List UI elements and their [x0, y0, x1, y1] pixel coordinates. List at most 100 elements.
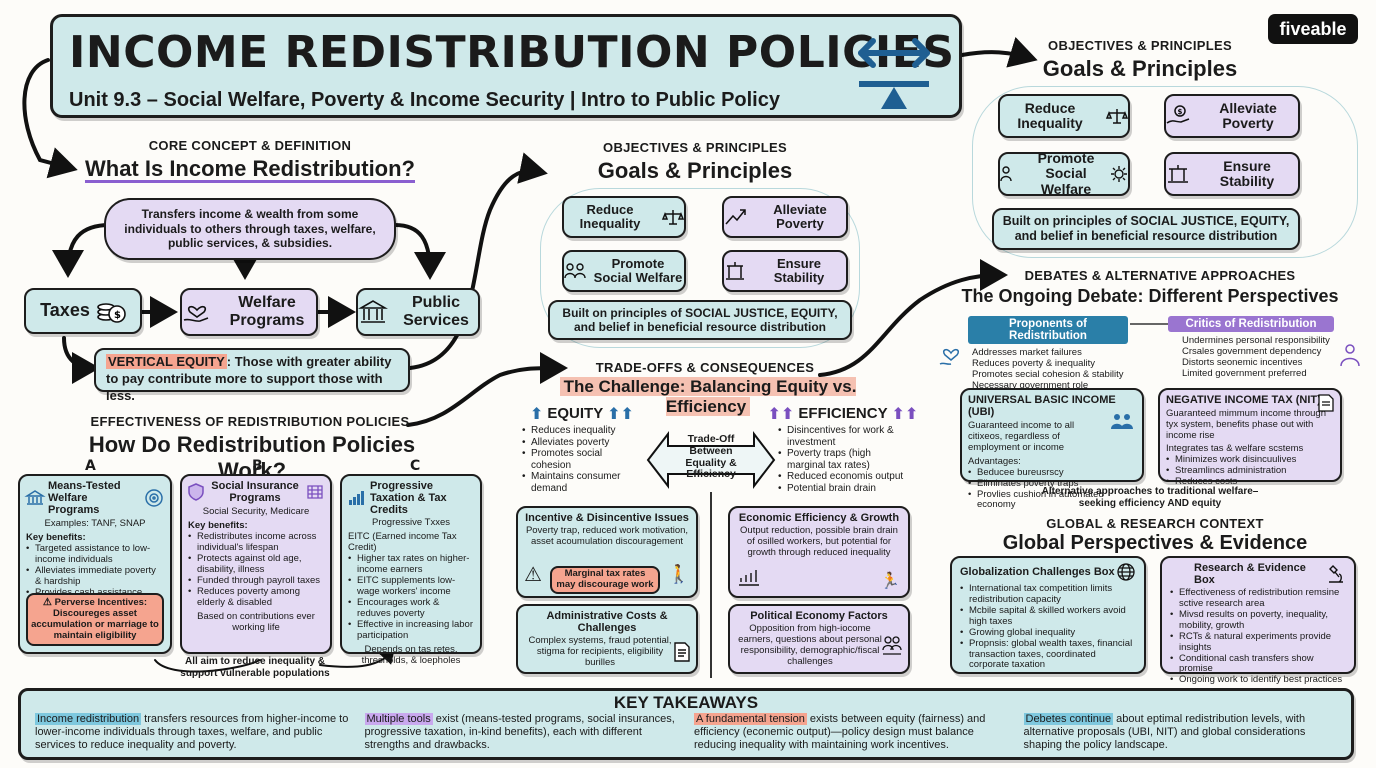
list-item: Propnsis: global wealth taxes, financial… — [960, 638, 1136, 672]
res-title: Research & Evidence Box — [1194, 562, 1306, 586]
goal-mid-alleviate-label: Alleviate Poverty — [773, 201, 827, 231]
social-insurance-kb: Key benefits: — [188, 520, 248, 532]
tradeoff-kicker: TRADE-OFFS & CONSEQUENCES — [595, 360, 815, 375]
list-item: Promotes social cohesion — [522, 448, 642, 471]
nit-sub: Integrates tas & welfare scstems — [1166, 442, 1304, 454]
social-insurance-title: Social Insurance Programs — [211, 480, 299, 505]
list-item: Growing global inequality — [960, 627, 1136, 639]
bar-chart-icon — [348, 490, 366, 506]
core-heading: What Is Income Redistribution? — [84, 156, 415, 181]
header-banner: INCOME REDISTRIBUTION POLICIES Unit 9.3 … — [50, 14, 962, 118]
list-item: Addresses market failures — [972, 347, 1082, 358]
polit-title: Political Economy Factors — [750, 610, 888, 622]
glob-list: International tax competition limits red… — [960, 583, 1136, 672]
running-person-icon: 🏃 — [880, 571, 900, 590]
equity-title: EQUITY — [547, 405, 604, 422]
public-services-label: Public Services — [403, 294, 469, 329]
crit-title: Critics of Redistribution — [1168, 316, 1334, 332]
list-item: Ongoing work to identify best practices — [1170, 674, 1346, 686]
goal-right-promote-label: Promote Social Welfare — [1037, 149, 1095, 197]
tradeoff-center-text: Trade-Off Between Equality & Efficiency — [685, 433, 737, 481]
gear-icon — [1110, 165, 1128, 183]
list-item: Provlies cushion in automated economy — [968, 489, 1136, 512]
list-item: Minimizes work disincuulives — [1166, 454, 1334, 466]
debates-kicker: DEBATES & ALTERNATIVE APPROACHES — [1024, 268, 1296, 283]
social-insurance-examples: Social Security, Medicare — [202, 506, 310, 518]
progressive-tax-items: Higher tax rates on higher-income earner… — [348, 553, 474, 641]
goal-right-alleviate: $ Alleviate Poverty — [1164, 94, 1300, 138]
arrow-up-icon: ⬆ — [529, 404, 544, 423]
list-item: Limited government preferred — [1182, 367, 1307, 379]
person-icon — [1338, 342, 1362, 372]
goals-mid-kicker: OBJECTIVES & PRINCIPLES — [603, 140, 787, 155]
arrow-up-icon: ⬆⬆ — [767, 404, 795, 423]
people-icon — [1000, 163, 1022, 185]
brand-logo[interactable]: fiveable — [1268, 14, 1358, 44]
globe-icon — [1116, 562, 1136, 582]
goal-mid-promote-label: Promote Social Welfare — [593, 255, 683, 285]
list-item: Targeted assistance to low-income indivi… — [26, 543, 164, 566]
list-item: Undermines personal responsibility — [1182, 335, 1330, 346]
list-item: International tax competition limits red… — [960, 583, 1136, 606]
vertical-equity-box: VERTICAL EQUITY: Those with greater abil… — [94, 348, 410, 403]
list-item: Potential brain drain — [778, 483, 908, 495]
goal-mid-promote: Promote Social Welfare — [562, 250, 686, 292]
takeaway-2: Multiple tools exist (means-tested progr… — [364, 713, 679, 752]
list-item: Reduced economis output — [778, 471, 908, 483]
list-item: Promotes secial cohesion & stability — [972, 368, 1124, 380]
nit-list: Minimizes work disincuulivesStreamlincs … — [1166, 454, 1334, 488]
list-item: Higher tax rates on higher-income earner… — [348, 553, 474, 576]
admin-costs-box: Administrative Costs & Challenges Comple… — [516, 604, 698, 674]
tradeoff-divider — [710, 492, 712, 678]
ubi-box: UNIVERSAL BASIC INCOME (UBI) Guaranteed … — [960, 388, 1144, 510]
progressive-tax-foot: Depends on tas retes, thresholds, & loep… — [361, 644, 461, 667]
incentive-box: Incentive & Disincentive Issues Poverty … — [516, 506, 698, 598]
goals-right-principles: Built on principles of SOCIAL JUSTICE, E… — [992, 208, 1300, 250]
goals-right-cloud — [972, 86, 1358, 258]
page-title: INCOME REDISTRIBUTION POLICIES — [69, 27, 955, 78]
goal-right-promote: Promote Social Welfare — [998, 149, 1130, 197]
goal-mid-reduce: Reduce Inequality — [562, 196, 686, 238]
goal-right-reduce: Reduce Inequality — [998, 94, 1130, 138]
vertical-equity-text: : Those with greater ability to pay cont… — [106, 354, 392, 403]
list-item: Conditional cash transfers show promise — [1170, 653, 1346, 676]
document-icon — [1318, 394, 1334, 416]
global-kicker: GLOBAL & RESEARCH CONTEXT — [1046, 516, 1264, 531]
list-item: Alleviates poverty — [522, 437, 642, 449]
coins-icon: $ — [96, 297, 126, 325]
equity-list: Reduces inequalityAlleviates povertyProm… — [522, 425, 642, 494]
key-takeaways-panel: KEY TAKEAWAYS Income redistribution tran… — [18, 688, 1354, 760]
crit-column: Critics of Redistribution Undermines per… — [1168, 316, 1334, 380]
research-box: Research & Evidence Box Effectiveness of… — [1160, 556, 1356, 686]
taxes-node: Taxes $ — [24, 288, 142, 334]
scale-icon — [1105, 105, 1129, 127]
balance-scale-icon — [851, 29, 937, 113]
list-item: Maintains consumer demand — [522, 471, 642, 494]
means-tested-title: Means-Tested Welfare Programs — [48, 480, 121, 517]
list-item: Redistributes income across individual's… — [188, 531, 324, 554]
list-item: EITC supplements low-wage workers' incom… — [348, 575, 474, 598]
takeaway-4-text: about eptimal redistribution levels, wit… — [1023, 713, 1306, 751]
nit-text: Guaranteed mimmum income through tyx sys… — [1166, 408, 1326, 441]
goal-mid-ensure-label: Ensure Stability — [773, 255, 825, 285]
social-insurance-foot: Based on contributions ever working life — [197, 611, 315, 634]
ubi-adv: Advantages: — [968, 455, 1021, 467]
vertical-equity-label: VERTICAL EQUITY — [106, 354, 227, 369]
goal-mid-reduce-label: Reduce Inequality — [579, 201, 641, 231]
progressive-tax-title: Progressive Taxation & Tax Credits — [370, 480, 447, 517]
means-tested-kb: Key benefits: — [26, 532, 86, 544]
users-icon — [1110, 412, 1134, 434]
svg-text:$: $ — [114, 310, 121, 321]
col-a-letter: A — [85, 458, 96, 474]
takeaway-4: Debetes continue about eptimal redistrib… — [1023, 713, 1338, 752]
people-icon — [564, 260, 586, 282]
admin-title: Administrative Costs & Challenges — [546, 610, 668, 634]
incentive-warning: Marginal tax rates may discourage work — [550, 566, 660, 594]
takeaway-1-text: transfers resources from higher-income t… — [35, 713, 349, 751]
list-item: Necessary government role — [972, 379, 1089, 391]
list-item: Funded through payroll taxes — [188, 575, 324, 587]
list-item: Reduces inequality — [522, 425, 642, 437]
list-item: Beducee bureusrscy — [968, 467, 1136, 479]
equity-column: ⬆ EQUITY ⬆⬆ Reduces inequalityAlleviates… — [522, 404, 642, 494]
